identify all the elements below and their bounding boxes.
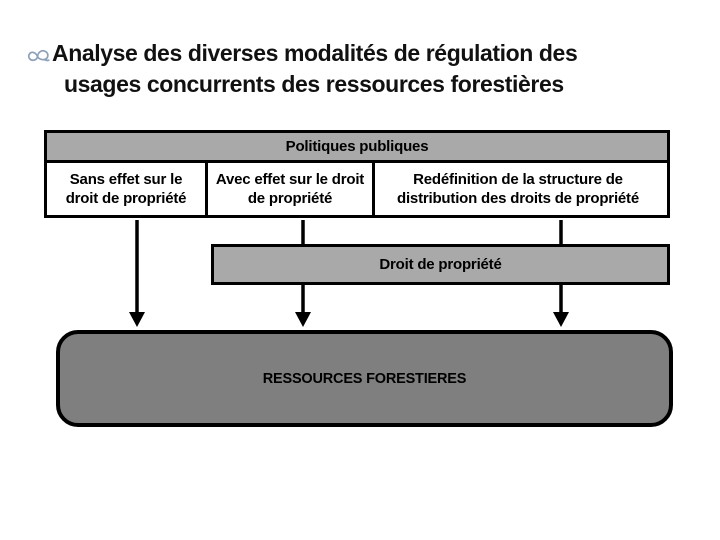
resources-box-label: RESSOURCES FORESTIERES <box>262 370 467 387</box>
policy-table: Politiques publiques Sans effet sur le d… <box>44 130 670 218</box>
title-line-1: Analyse des diverses modalités de régula… <box>52 40 578 66</box>
table-cell-redefinition: Redéfinition de la structure de distribu… <box>372 163 661 215</box>
policy-table-row: Sans effet sur le droit de propriété Ave… <box>47 163 667 215</box>
table-cell-avec-effet: Avec effet sur le droit de propriété <box>205 163 372 215</box>
title-line-2: usages concurrents des ressources forest… <box>64 71 564 97</box>
property-right-box: Droit de propriété <box>211 244 670 285</box>
policy-table-header: Politiques publiques <box>47 133 667 163</box>
flourish-bullet-icon <box>26 47 50 65</box>
down-arrow-left <box>129 220 145 327</box>
table-cell-sans-effet: Sans effet sur le droit de propriété <box>65 171 187 207</box>
page-title: Analyse des diverses modalités de régula… <box>52 38 578 100</box>
resources-box: RESSOURCES FORESTIERES <box>56 330 673 427</box>
slide-title: Analyse des diverses modalités de régula… <box>26 38 686 100</box>
